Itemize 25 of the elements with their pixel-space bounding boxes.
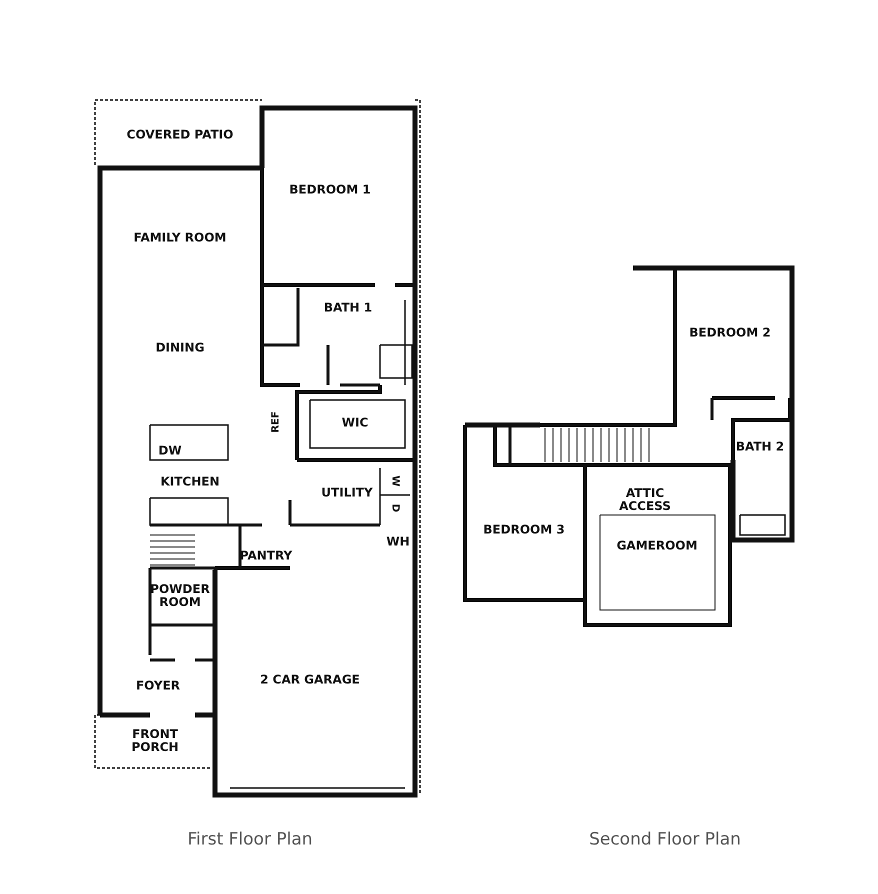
room-label: POWDER ROOM: [150, 583, 210, 609]
appliance-label: D: [388, 504, 402, 512]
room-label: BATH 2: [734, 440, 786, 454]
room-label: COVERED PATIO: [126, 128, 234, 142]
room-label: FAMILY ROOM: [134, 232, 226, 244]
room-label: FRONT PORCH: [130, 728, 180, 754]
appliance-label: REF: [270, 411, 282, 433]
room-label: UTILITY: [321, 486, 373, 500]
room-label: ATTIC ACCESS: [618, 487, 672, 513]
room-label: PANTRY: [240, 550, 292, 562]
room-label: 2 CAR GARAGE: [260, 674, 360, 686]
room-label: FOYER: [136, 680, 180, 692]
appliance-label: WH: [386, 536, 410, 548]
plan-caption: First Floor Plan: [187, 834, 313, 846]
room-label: BEDROOM 1: [289, 184, 371, 196]
room-label: BEDROOM 2: [689, 326, 771, 340]
plan-caption: Second Floor Plan: [589, 834, 741, 846]
appliance-label: DW: [158, 444, 182, 458]
appliance-label: W: [388, 475, 402, 487]
room-label: WIC: [342, 416, 368, 430]
room-label: BEDROOM 3: [483, 524, 565, 536]
room-label: KITCHEN: [160, 476, 220, 488]
room-label: DINING: [156, 342, 204, 354]
room-label: GAMEROOM: [616, 540, 698, 552]
room-label: BATH 1: [324, 302, 372, 314]
